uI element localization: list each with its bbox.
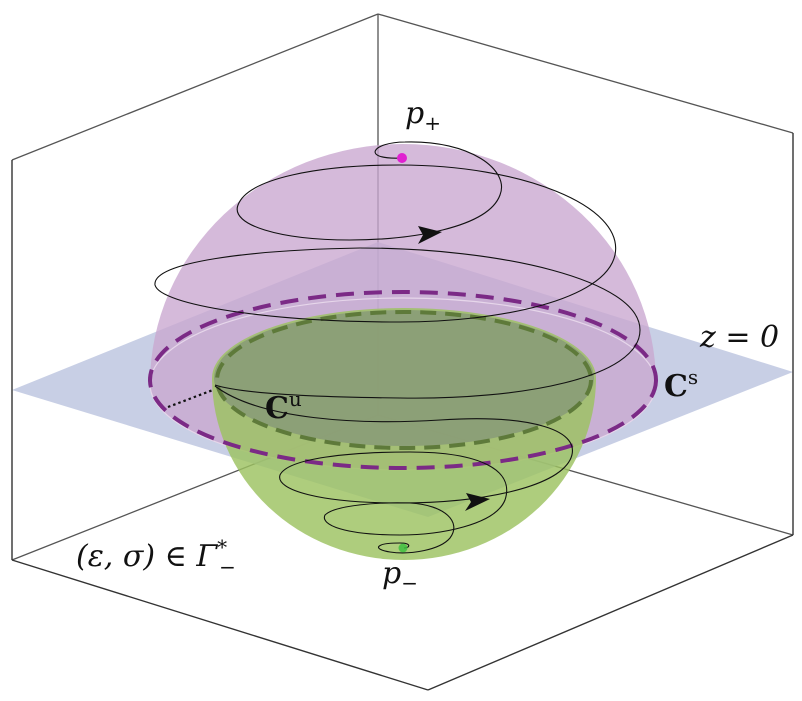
label-cu: Cu (265, 387, 302, 426)
box-edge-front-bottom-right (427, 534, 794, 691)
lower-trajectory-arrow (465, 493, 490, 511)
upper-spiral-trajectory (154, 141, 617, 323)
box-edge-front-bottom-left (11, 559, 429, 691)
upper-spiral-trajectory-continued (214, 247, 641, 399)
label-p-plus: p+ (405, 96, 441, 135)
label-p-minus: p− (382, 556, 418, 595)
lower-dome-cap (214, 310, 594, 446)
box-edge-back-right-top (377, 13, 794, 134)
stable-curve-cs (148, 290, 658, 470)
box-front-edges (11, 133, 794, 691)
upper-trajectory-arrow (418, 226, 442, 244)
label-plane-z0: z = 0 (699, 320, 779, 355)
label-parameter-condition: (ε, σ) ∈ Γ*− (76, 535, 236, 579)
p-plus-point (397, 153, 407, 163)
box-edge-back-left-top (11, 13, 379, 161)
p-minus-point (398, 543, 408, 553)
cu-dotted-connector (167, 388, 214, 409)
label-cs: Cs (664, 365, 698, 404)
lower-spiral-trajectory (214, 385, 573, 554)
unstable-curve-cu (215, 310, 593, 450)
